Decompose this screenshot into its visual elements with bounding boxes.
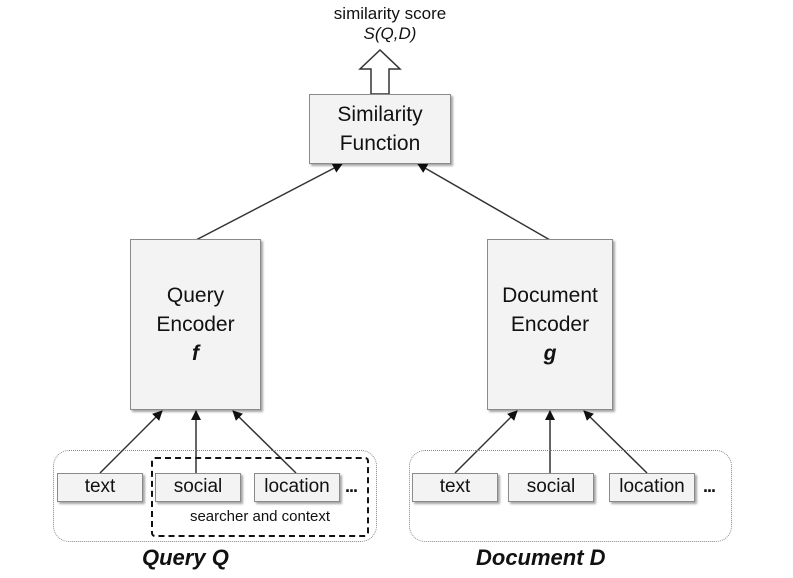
query-encoder-symbol: f (192, 342, 199, 365)
document-feature-text: text (412, 473, 498, 502)
document-caption: Document D (476, 545, 606, 570)
document-encoder-symbol: g (543, 342, 557, 365)
query-feature-text: text (57, 473, 143, 502)
document-feature-ellipsis: ... (703, 476, 716, 496)
document-encoder-line2: Encoder (510, 313, 590, 336)
document-group (409, 450, 732, 542)
query-encoder-line1: Query (166, 284, 225, 307)
query-encoder-box: Query Encoder f (130, 239, 261, 410)
query-text-arrow (99, 410, 163, 474)
similarity-function-line1: Similarity (337, 103, 423, 126)
query-encoder-line2: Encoder (156, 313, 235, 336)
document-feature-location: location (609, 473, 695, 502)
similarity-function-line2: Function (339, 132, 421, 155)
document-encoder-line1: Document (502, 284, 598, 307)
document-encoder-to-similarity-arrow (417, 163, 551, 241)
document-encoder-box: Document Encoder g (487, 239, 613, 410)
query-feature-location: location (254, 473, 340, 502)
similarity-score-formula: S(Q,D) (363, 24, 417, 43)
document-text-arrow (454, 410, 518, 474)
document-feature-social: social (508, 473, 594, 502)
searcher-context-region (151, 457, 369, 537)
query-location-arrow (232, 410, 297, 474)
query-group (53, 450, 377, 542)
document-location-arrow (583, 410, 648, 474)
similarity-score-label: similarity score (333, 4, 447, 23)
query-caption: Query Q (142, 545, 229, 570)
similarity-function-box: Similarity Function (309, 94, 451, 164)
query-feature-social: social (155, 473, 241, 502)
output-arrow-icon (358, 48, 402, 95)
query-encoder-to-similarity-arrow (195, 163, 343, 241)
query-feature-ellipsis: ... (345, 476, 358, 496)
searcher-context-label: searcher and context (189, 508, 331, 525)
